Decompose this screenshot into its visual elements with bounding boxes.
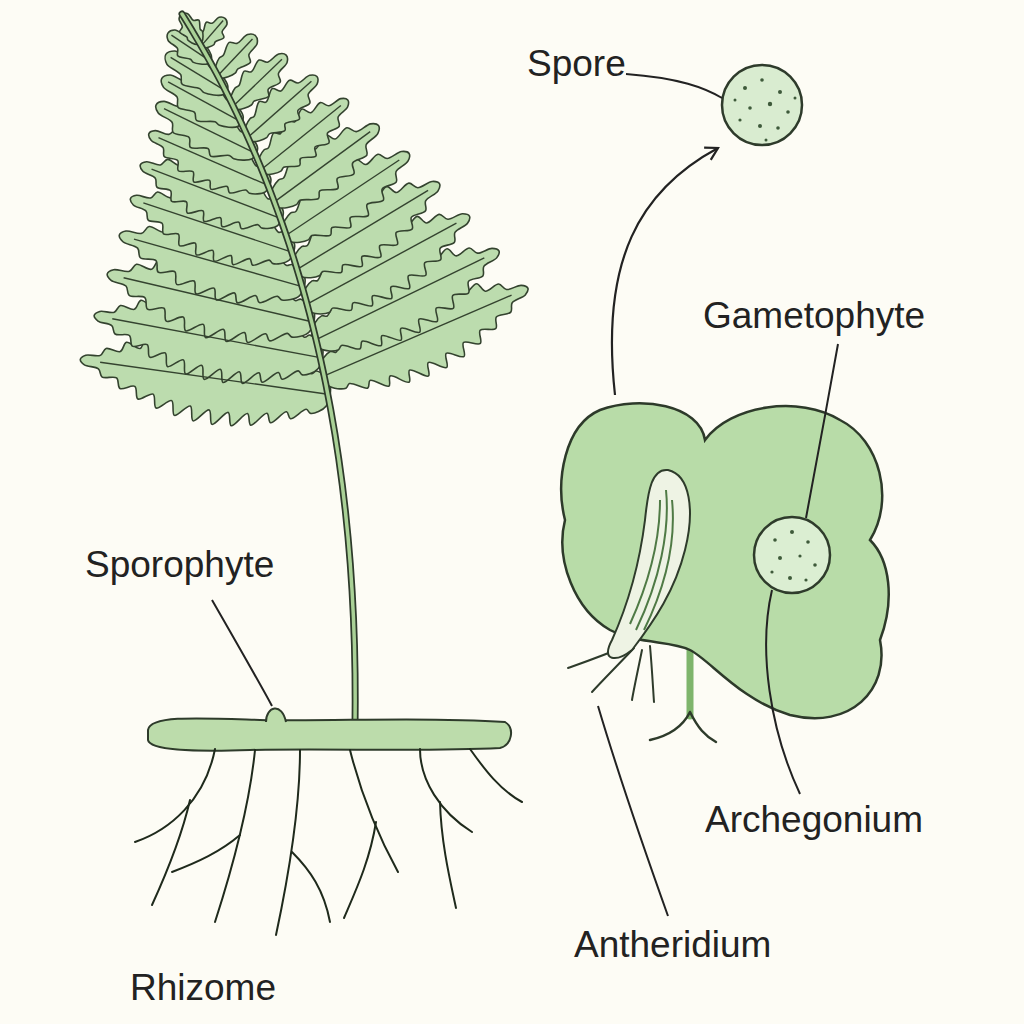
part-label: Spore xyxy=(527,44,626,85)
part-label: Antheridium xyxy=(574,925,771,966)
spore xyxy=(722,65,802,145)
root xyxy=(470,749,522,802)
root xyxy=(276,750,300,935)
midrib xyxy=(297,190,428,269)
leader-line xyxy=(806,344,838,518)
root xyxy=(172,835,240,872)
root xyxy=(152,800,190,905)
midrib xyxy=(112,319,320,358)
root xyxy=(420,749,472,832)
roots xyxy=(135,749,522,935)
part-label: Rhizome xyxy=(130,968,276,1009)
midrib xyxy=(233,59,282,106)
sporophyte-base xyxy=(266,708,286,722)
leader-line xyxy=(766,590,800,794)
midrib xyxy=(100,362,328,394)
midrib xyxy=(316,258,484,340)
root xyxy=(350,750,398,872)
frond xyxy=(80,13,528,730)
midrib xyxy=(201,21,223,46)
root xyxy=(440,802,456,908)
midrib xyxy=(248,81,311,137)
midrib xyxy=(124,278,312,322)
leader-lines xyxy=(212,74,838,916)
archegonium xyxy=(754,517,830,593)
root xyxy=(215,750,255,922)
root xyxy=(292,852,330,922)
root xyxy=(344,822,376,918)
midrib xyxy=(286,160,399,235)
leader-line xyxy=(212,600,272,706)
part-label: Archegonium xyxy=(705,800,923,841)
gametophyte-thallus xyxy=(561,403,888,718)
leader-line xyxy=(626,74,722,98)
root xyxy=(135,749,215,842)
midrib xyxy=(143,203,291,252)
spore-dots xyxy=(734,78,797,141)
leader-line xyxy=(598,706,668,916)
pinna xyxy=(215,34,258,78)
rachis-outline xyxy=(182,14,355,730)
midrib xyxy=(134,239,302,286)
archegonium-dots xyxy=(770,530,816,582)
part-label: Sporophyte xyxy=(85,545,274,586)
gametophyte-stalk xyxy=(687,648,694,716)
midrib xyxy=(274,132,370,202)
midrib xyxy=(218,39,253,76)
midrib xyxy=(324,295,511,376)
part-label: Gametophyte xyxy=(703,296,925,337)
antheridium-streaks xyxy=(630,490,673,630)
cycle-arrow xyxy=(612,148,718,395)
antheridium xyxy=(608,470,690,658)
rhizome xyxy=(148,718,511,750)
rachis xyxy=(182,14,355,730)
midrib xyxy=(307,223,456,304)
rhizoids xyxy=(650,712,716,742)
